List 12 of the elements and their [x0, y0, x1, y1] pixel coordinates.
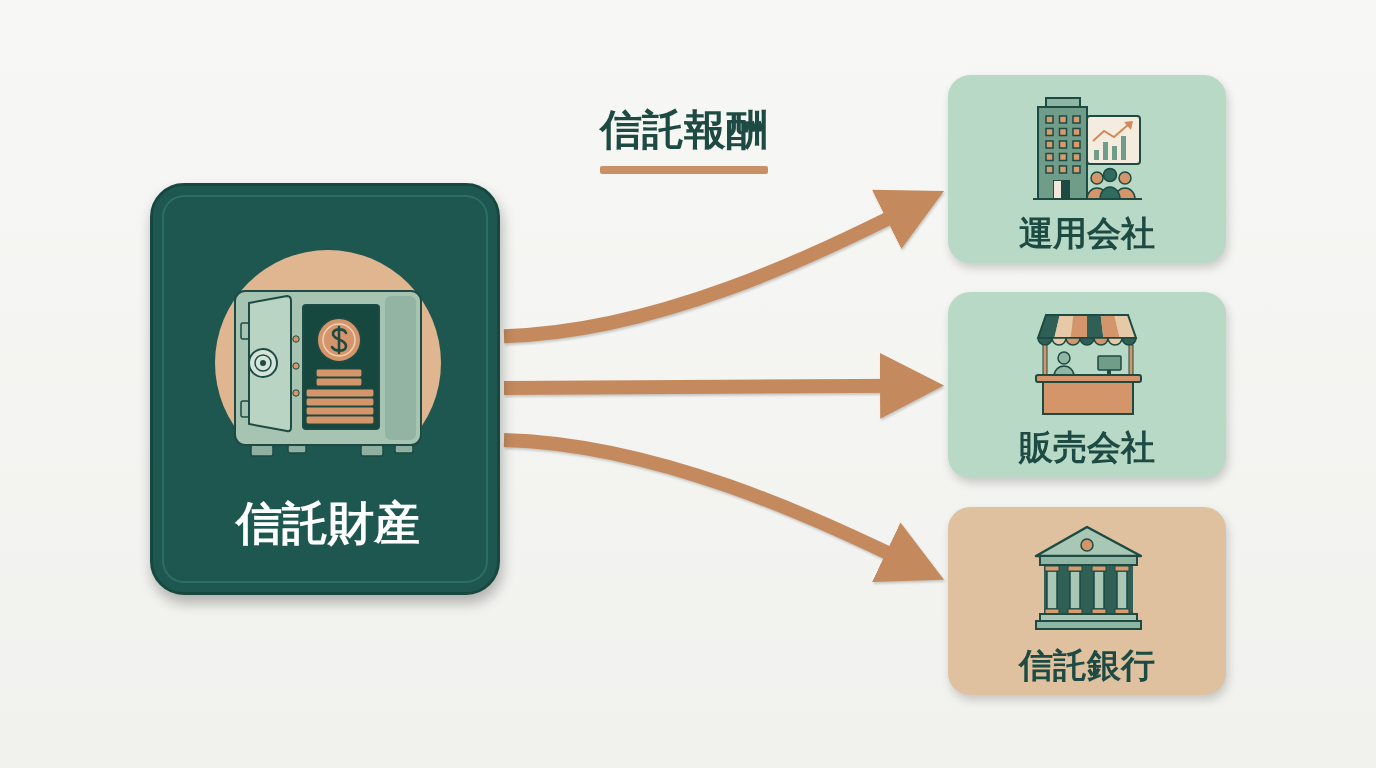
card-label: 信託銀行 — [1019, 648, 1155, 682]
heading-label: 信託報酬 — [600, 109, 768, 151]
card — [948, 507, 1226, 695]
card-label: 販売会社 — [1019, 430, 1155, 464]
card-label: 運用会社 — [1019, 216, 1155, 250]
card-label: 信託財産 — [236, 500, 420, 546]
arrow — [503, 352, 944, 419]
arrow — [503, 189, 945, 344]
card — [948, 75, 1226, 263]
card — [948, 292, 1226, 478]
arrow — [503, 432, 945, 583]
card — [150, 183, 500, 595]
